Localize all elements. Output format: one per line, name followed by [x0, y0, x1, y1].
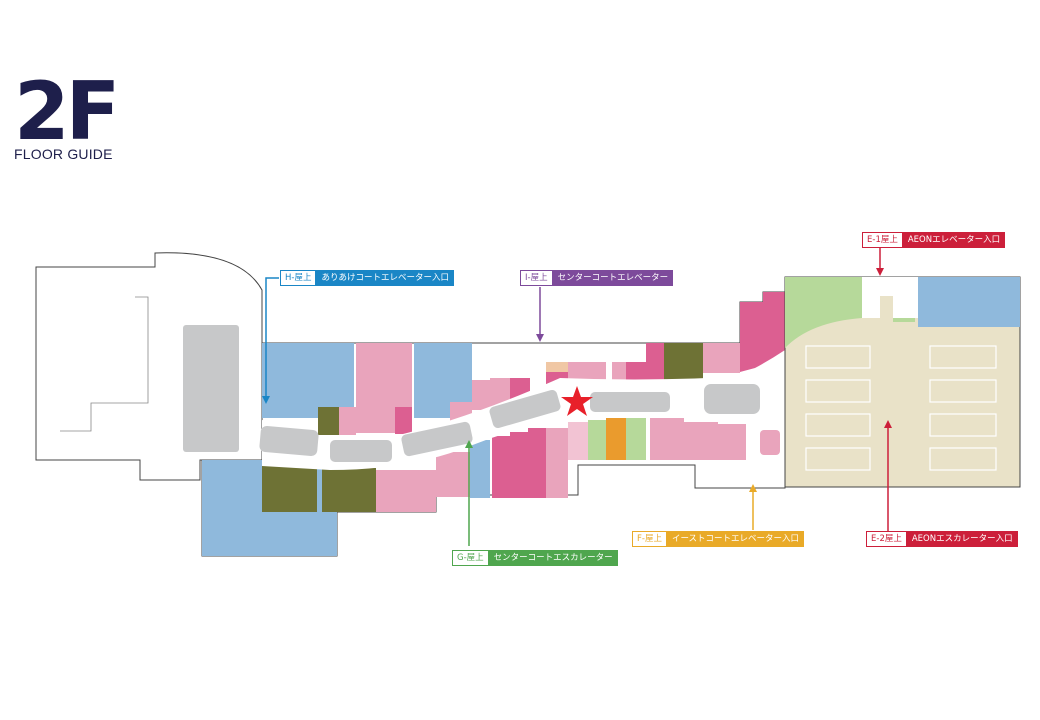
shop-pink-8 [546, 428, 568, 498]
callout-g: G-屋上 センターコートエスカレーター [452, 550, 618, 566]
shop-magenta-9 [740, 292, 785, 372]
shop-olive-2 [262, 465, 317, 512]
kiosk-4 [489, 389, 561, 429]
shop-peach-1 [546, 362, 568, 372]
shop-pink-6 [472, 380, 490, 410]
callout-g-text: センターコートエスカレーター [488, 550, 618, 566]
west-building-inner [60, 296, 149, 432]
arrow-g [465, 440, 473, 546]
aeon-green-area [785, 277, 862, 348]
shop-magenta-8 [646, 343, 664, 383]
current-location-star-icon [561, 386, 593, 416]
kiosk-6 [704, 384, 760, 414]
callout-e2-text: AEONエスカレーター入口 [906, 531, 1018, 547]
shop-blue-1 [262, 343, 354, 418]
floor-title: 2F FLOOR GUIDE [14, 65, 120, 163]
shop-magenta-3 [492, 436, 510, 498]
floor-subtitle: FLOOR GUIDE [14, 146, 113, 162]
shop-pink-13 [650, 418, 684, 460]
shop-pink-3 [376, 470, 436, 512]
shop-pink-9 [568, 422, 588, 460]
callout-h: H-屋上 ありあけコートエレベーター入口 [280, 270, 454, 286]
shop-pink-11 [588, 362, 606, 382]
callout-e2: E-2屋上 AEONエスカレーター入口 [866, 531, 1018, 547]
shop-pink-7 [490, 378, 510, 408]
shop-pink-17 [721, 343, 740, 373]
arrow-e2 [884, 420, 892, 532]
arrow-f [749, 484, 757, 530]
shop-pink-2 [339, 407, 356, 435]
shop-magenta-5 [528, 428, 546, 498]
aeon-fixtures [805, 345, 997, 471]
shop-pink-4 [436, 452, 470, 497]
shop-olive-1 [318, 407, 339, 435]
shop-pink-12 [612, 362, 626, 382]
aeon-blue-area [918, 277, 1020, 327]
shop-orange-1 [606, 418, 626, 460]
shop-pink-10 [568, 362, 588, 382]
callout-e1-tag: E-1屋上 [862, 232, 903, 248]
kiosk-5 [590, 392, 670, 412]
kiosk-2 [330, 440, 392, 462]
shop-magenta-7 [626, 362, 646, 384]
arrow-i [536, 287, 544, 342]
arrow-e1 [876, 248, 884, 276]
callout-e1: E-1屋上 AEONエレベーター入口 [862, 232, 1006, 248]
shop-magenta-1 [395, 407, 412, 434]
kiosk-3 [401, 421, 473, 457]
callout-h-tag: H-屋上 [280, 270, 317, 286]
west-gray-block [183, 325, 239, 452]
callout-i-tag: I-屋上 [520, 270, 553, 286]
arrow-h [262, 277, 279, 404]
shop-lightgreen-2 [626, 418, 646, 460]
shop-pink-14 [684, 422, 718, 460]
shop-blue-4 [470, 440, 490, 498]
callout-h-text: ありあけコートエレベーター入口 [316, 270, 454, 286]
floor-number: 2F [14, 65, 120, 158]
callout-e1-text: AEONエレベーター入口 [902, 232, 1006, 248]
callout-f-text: イーストコートエレベーター入口 [666, 531, 805, 547]
shop-pink-16 [703, 343, 721, 373]
kiosk-1 [259, 426, 319, 456]
callout-i-text: センターコートエレベーター [552, 270, 674, 286]
shop-pink-18 [760, 430, 780, 455]
shop-olive-3 [322, 468, 376, 512]
shop-olive-4 [664, 343, 703, 383]
aeon-entrance [862, 277, 918, 318]
shop-pink-15 [718, 424, 746, 460]
callout-i: I-屋上 センターコートエレベーター [520, 270, 674, 286]
shop-lightgreen-1 [588, 420, 606, 460]
callout-f: F-屋上 イーストコートエレベーター入口 [632, 531, 805, 547]
shop-magenta-4 [510, 432, 528, 498]
callout-g-tag: G-屋上 [452, 550, 489, 566]
callout-e2-tag: E-2屋上 [866, 531, 907, 547]
callout-f-tag: F-屋上 [632, 531, 667, 547]
